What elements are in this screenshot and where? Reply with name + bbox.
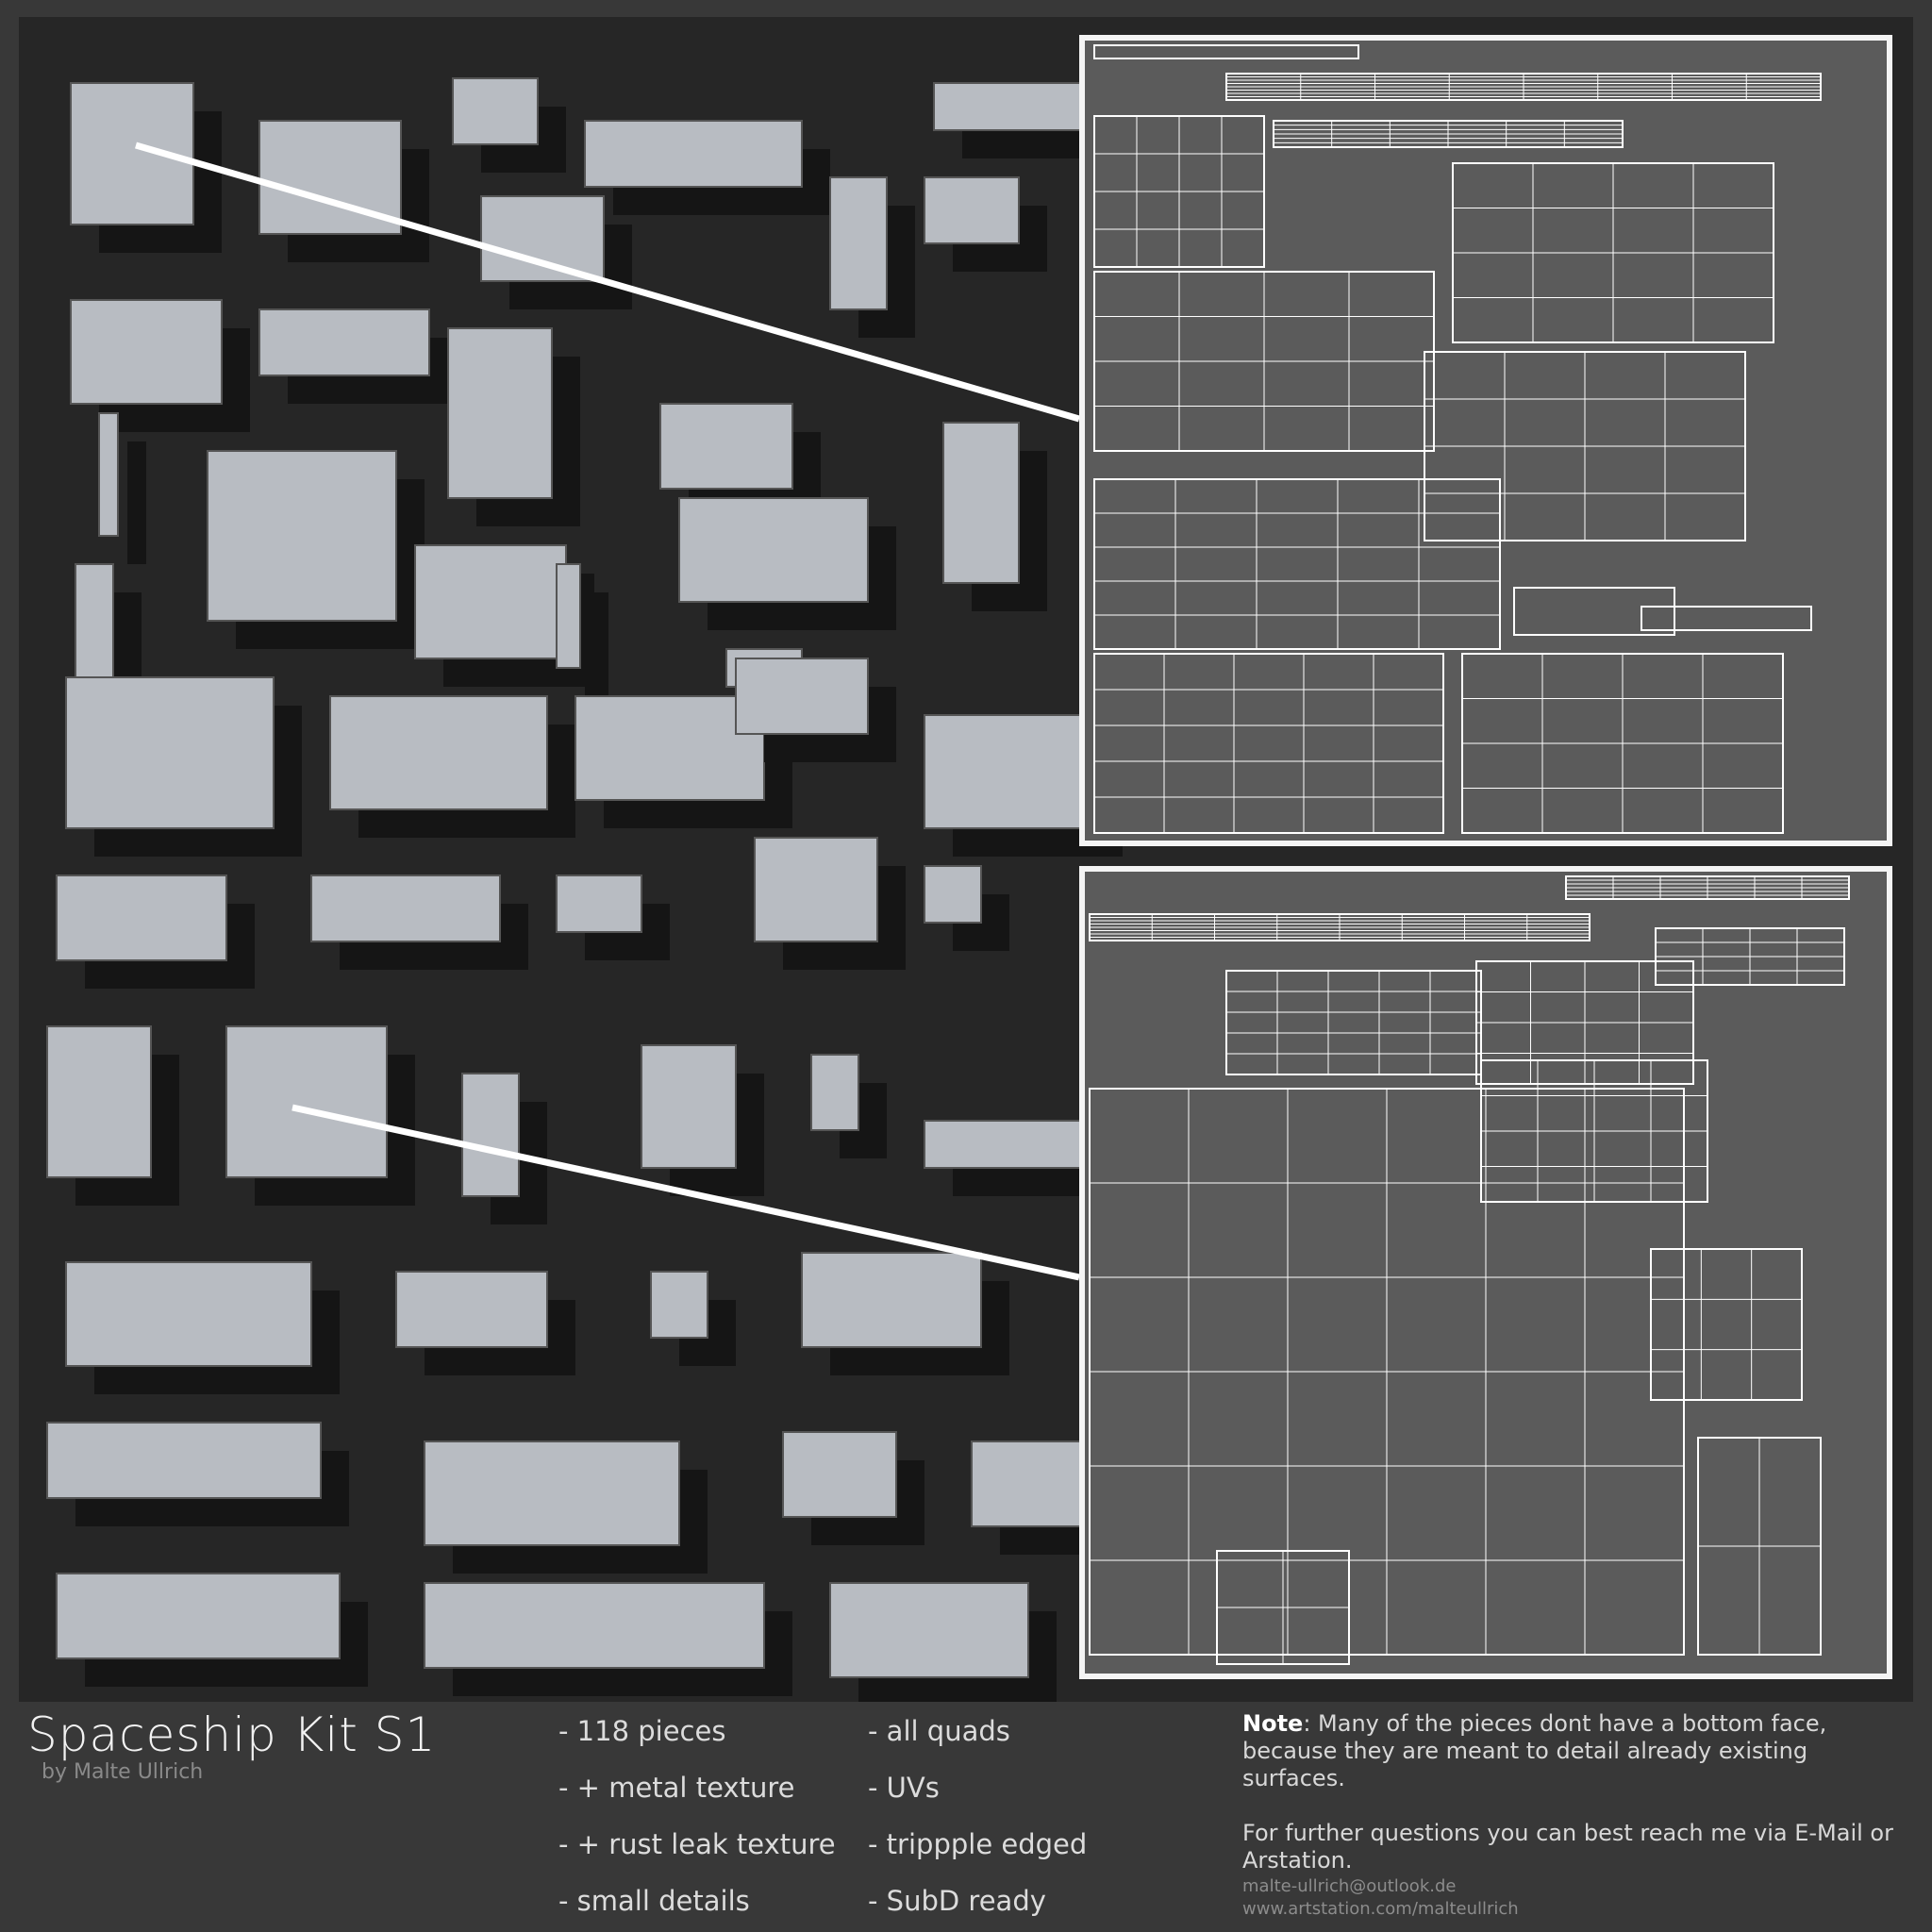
kit-piece bbox=[424, 1441, 680, 1546]
uv-island bbox=[1655, 927, 1845, 986]
kit-piece bbox=[258, 308, 430, 376]
kit-piece bbox=[924, 865, 982, 924]
kit-piece bbox=[584, 120, 803, 188]
kit-piece bbox=[556, 874, 642, 933]
callout-line-top bbox=[135, 142, 1080, 423]
kit-piece bbox=[329, 695, 548, 810]
uv-island bbox=[1480, 1059, 1708, 1203]
feature-item: - 118 pieces bbox=[558, 1715, 726, 1747]
piece-shadow bbox=[585, 592, 608, 696]
callout-line-bottom bbox=[291, 1104, 1080, 1281]
kit-piece bbox=[46, 1422, 322, 1499]
kit-piece bbox=[46, 1025, 152, 1178]
kit-piece bbox=[801, 1252, 982, 1348]
kit-piece bbox=[480, 195, 605, 282]
uv-island bbox=[1225, 970, 1482, 1075]
piece-shadow bbox=[127, 441, 146, 564]
kit-piece bbox=[56, 874, 227, 961]
kit-piece bbox=[575, 695, 765, 801]
uv-wireframe-top bbox=[1093, 44, 1822, 834]
kit-piece bbox=[782, 1431, 897, 1518]
kit-piece bbox=[207, 450, 397, 622]
kit-piece bbox=[678, 497, 869, 603]
uv-island bbox=[1093, 115, 1265, 268]
kit-piece bbox=[829, 176, 888, 310]
kit-piece bbox=[70, 299, 223, 405]
kit-piece bbox=[414, 544, 567, 659]
kit-piece bbox=[735, 658, 869, 735]
uv-island bbox=[1650, 1248, 1803, 1401]
kit-piece bbox=[56, 1573, 341, 1659]
kit-pieces bbox=[46, 77, 1123, 1706]
feature-item: - UVs bbox=[868, 1772, 940, 1804]
kit-piece bbox=[650, 1271, 708, 1339]
uv-island bbox=[1089, 1088, 1685, 1656]
uv-island bbox=[1461, 653, 1784, 834]
kit-title: Spaceship Kit S1 bbox=[27, 1707, 437, 1762]
callout-lines bbox=[135, 142, 1080, 1281]
author: by Malte Ullrich bbox=[42, 1760, 204, 1784]
kit-piece bbox=[65, 676, 275, 829]
uv-island bbox=[1093, 478, 1501, 650]
note-label: Note bbox=[1242, 1710, 1304, 1737]
kit-piece bbox=[810, 1054, 859, 1131]
kit-piece bbox=[924, 176, 1020, 244]
uv-island bbox=[1093, 271, 1435, 452]
uv-island bbox=[1216, 1550, 1350, 1665]
feature-item: - small details bbox=[558, 1885, 750, 1917]
kit-piece bbox=[942, 422, 1020, 584]
kit-piece bbox=[395, 1271, 548, 1348]
kit-piece bbox=[452, 77, 539, 145]
kit-piece bbox=[225, 1025, 388, 1178]
uv-layout-bottom bbox=[1079, 866, 1892, 1679]
uv-island bbox=[1513, 587, 1675, 636]
uv-island bbox=[1273, 120, 1624, 148]
feature-item: - all quads bbox=[868, 1715, 1010, 1747]
kit-piece bbox=[556, 563, 581, 669]
kit-piece bbox=[65, 1261, 312, 1367]
kit-piece bbox=[924, 714, 1095, 829]
kit-piece bbox=[641, 1044, 737, 1169]
kit-piece bbox=[754, 837, 878, 942]
note-text: Note: Many of the pieces dont have a bot… bbox=[1242, 1710, 1903, 1874]
uv-layout-top bbox=[1079, 35, 1892, 846]
kit-piece bbox=[447, 327, 553, 499]
kit-piece bbox=[829, 1582, 1029, 1678]
kit-piece bbox=[310, 874, 501, 942]
feature-item: - trippple edged bbox=[868, 1828, 1088, 1860]
contact-text: For further questions you can best reach… bbox=[1242, 1820, 1893, 1874]
email-link[interactable]: malte-ullrich@outlook.de bbox=[1242, 1876, 1457, 1896]
kit-piece bbox=[933, 82, 1095, 131]
uv-island bbox=[1225, 73, 1822, 101]
feature-item: - SubD ready bbox=[868, 1885, 1046, 1917]
feature-item: - + metal texture bbox=[558, 1772, 795, 1804]
uv-island bbox=[1093, 653, 1444, 834]
kit-piece bbox=[924, 1120, 1095, 1169]
uv-island bbox=[1641, 606, 1812, 631]
kit-piece bbox=[98, 412, 119, 537]
uv-island bbox=[1697, 1437, 1822, 1656]
uv-island bbox=[1089, 913, 1591, 941]
uv-island bbox=[1452, 162, 1774, 343]
note-body: : Many of the pieces dont have a bottom … bbox=[1242, 1710, 1827, 1791]
uv-island bbox=[1093, 44, 1359, 59]
kit-piece bbox=[424, 1582, 765, 1669]
kit-piece bbox=[461, 1073, 520, 1197]
uv-island bbox=[1424, 351, 1746, 541]
website-link[interactable]: www.artstation.com/malteullrich bbox=[1242, 1899, 1519, 1919]
feature-item: - + rust leak texture bbox=[558, 1828, 836, 1860]
uv-island bbox=[1475, 960, 1694, 1085]
uv-wireframe-bottom bbox=[1089, 875, 1850, 1665]
uv-island bbox=[1565, 875, 1850, 900]
kit-piece bbox=[659, 403, 793, 490]
